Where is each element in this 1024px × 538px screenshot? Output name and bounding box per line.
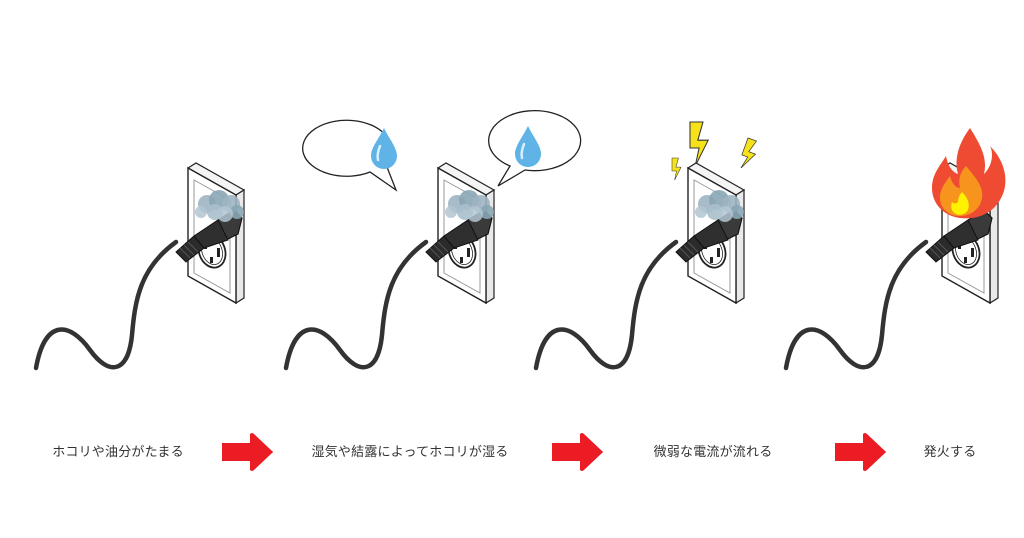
step-4-illustration xyxy=(770,0,1020,400)
step-2-illustration xyxy=(270,0,582,400)
lightning-icon xyxy=(737,137,761,172)
cord-icon xyxy=(33,239,179,371)
cord-icon xyxy=(783,239,929,371)
step-1-illustration xyxy=(20,0,270,400)
step-2-caption: 湿気や結露によってホコリが湿る xyxy=(311,445,509,460)
fire-icon xyxy=(932,128,1006,219)
step-4-caption: 発火する xyxy=(923,445,977,460)
cord-icon xyxy=(533,239,679,371)
step-3-caption: 微弱な電流が流れる xyxy=(653,445,773,460)
arrow-right-icon xyxy=(552,433,603,471)
lightning-icon xyxy=(671,157,682,181)
step-1-caption: ホコリや油分がたまる xyxy=(52,445,184,460)
arrow-right-icon xyxy=(222,433,273,471)
cord-icon xyxy=(283,239,429,371)
arrow-right-icon xyxy=(835,433,886,471)
lightning-icon xyxy=(689,121,709,167)
step-3-illustration xyxy=(520,0,770,400)
